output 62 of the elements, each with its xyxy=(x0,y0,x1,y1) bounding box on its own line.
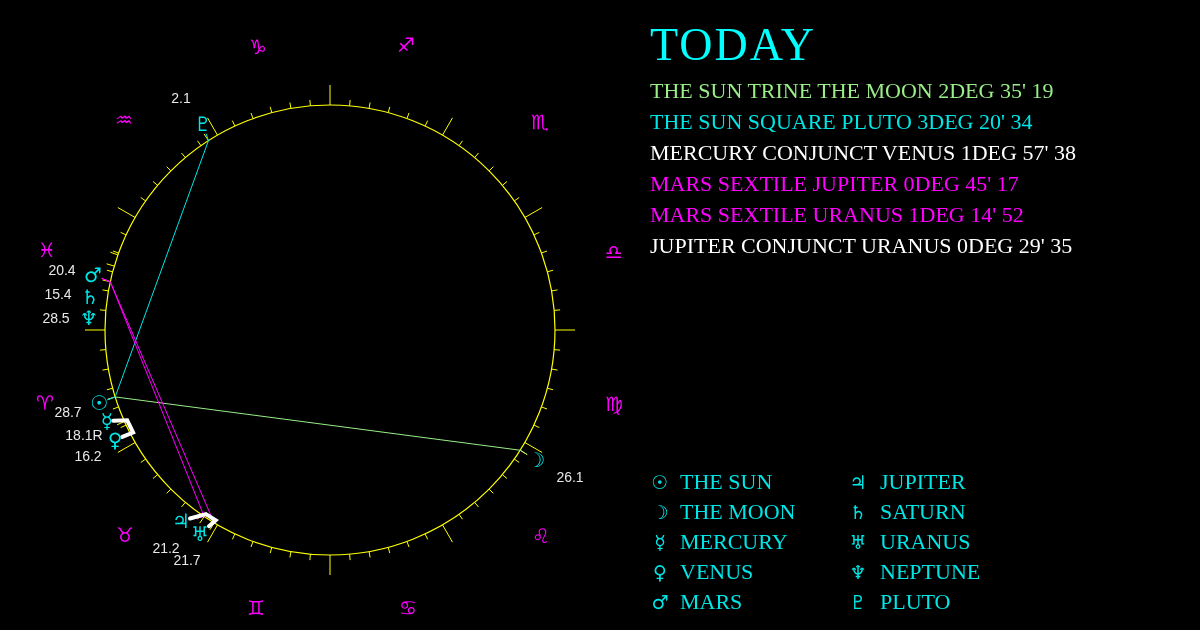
degree-label: 16.2 xyxy=(74,449,102,463)
degree-label: 28.5 xyxy=(42,311,70,325)
planet-symbol: ♇ xyxy=(849,592,867,612)
degree-label: 15.4 xyxy=(44,287,72,301)
planet-glyph: ♃ xyxy=(172,511,190,531)
zodiac-sign: ♓ xyxy=(38,240,56,260)
planet-glyph: ♆ xyxy=(80,308,98,328)
planet-symbol: ♄ xyxy=(849,502,867,522)
planet-symbol: ☽ xyxy=(651,502,669,522)
degree-label: 2.1 xyxy=(171,91,191,105)
legend-text: URANUS xyxy=(880,531,971,553)
planet-symbol: ☉ xyxy=(651,472,669,492)
planet-glyph: ☽ xyxy=(527,450,545,470)
legend-text: JUPITER xyxy=(880,471,966,493)
zodiac-sign: ♏ xyxy=(531,112,549,132)
aspect-line xyxy=(107,133,209,401)
degree-label: 21.7 xyxy=(173,553,201,567)
planet-glyph: ☉ xyxy=(90,393,108,413)
aspect-text: THE SUN SQUARE PLUTO 3DEG 20' 34 xyxy=(650,111,1033,133)
zodiac-sign: ♒ xyxy=(115,110,133,130)
aspect-line xyxy=(111,418,136,439)
planet-glyph: ♄ xyxy=(81,287,99,307)
planet-symbol: ♀ xyxy=(653,562,667,582)
degree-label: 18.1R xyxy=(65,428,103,442)
zodiac-sign: ♌ xyxy=(532,526,550,546)
zodiac-sign: ♊ xyxy=(247,598,265,618)
legend-text: SATURN xyxy=(880,501,966,523)
aspect-text: JUPITER CONJUNCT URANUS 0DEG 29' 35 xyxy=(650,235,1073,257)
legend-text: MARS xyxy=(680,591,743,613)
planet-glyph: ♂ xyxy=(84,265,102,285)
planet-glyph: ☿ xyxy=(100,411,114,431)
legend-text: VENUS xyxy=(680,561,754,583)
zodiac-sign: ♍ xyxy=(605,394,623,414)
aspect-text: MARS SEXTILE URANUS 1DEG 14' 52 xyxy=(650,204,1024,226)
legend-text: MERCURY xyxy=(680,531,788,553)
planet-symbol: ☿ xyxy=(654,532,666,552)
planet-symbol: ♅ xyxy=(849,532,867,552)
aspect-text: THE SUN TRINE THE MOON 2DEG 35' 19 xyxy=(650,80,1054,102)
legend-text: PLUTO xyxy=(880,591,951,613)
aspect-line xyxy=(187,511,219,529)
degree-label: 20.4 xyxy=(48,263,76,277)
zodiac-sign: ♎ xyxy=(605,242,623,262)
degree-label: 26.1 xyxy=(556,470,584,484)
title: TODAY xyxy=(650,22,816,68)
planet-glyph: ♇ xyxy=(194,114,212,134)
zodiac-sign: ♈ xyxy=(36,393,54,413)
legend-text: NEPTUNE xyxy=(880,561,981,583)
zodiac-sign: ♐ xyxy=(397,35,415,55)
zodiac-sign: ♑ xyxy=(249,37,267,57)
planet-glyph: ♅ xyxy=(191,524,209,544)
legend-text: THE MOON xyxy=(680,501,796,523)
zodiac-sign: ♋ xyxy=(399,598,417,618)
planet-symbol: ♂ xyxy=(651,592,669,612)
degree-label: 28.7 xyxy=(54,405,82,419)
planet-symbol: ♆ xyxy=(849,562,867,582)
aspect-text: MERCURY CONJUNCT VENUS 1DEG 57' 38 xyxy=(650,142,1076,164)
legend-text: THE SUN xyxy=(680,471,773,493)
zodiac-sign: ♉ xyxy=(116,525,134,545)
degree-label: 21.2 xyxy=(152,541,180,555)
aspect-text: MARS SEXTILE JUPITER 0DEG 45' 17 xyxy=(650,173,1019,195)
planet-symbol: ♃ xyxy=(849,472,867,492)
planet-glyph: ♀ xyxy=(107,430,123,450)
